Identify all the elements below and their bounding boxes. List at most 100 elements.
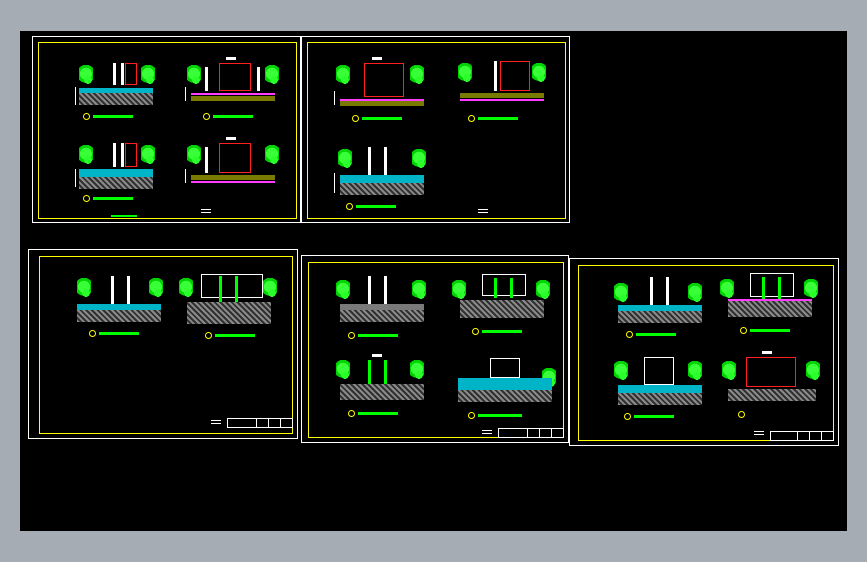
detail-caption <box>358 334 398 337</box>
ground-hatch <box>187 302 271 324</box>
detail-section[interactable] <box>183 137 283 211</box>
detail-caption <box>358 412 398 415</box>
post <box>384 360 387 384</box>
plant-symbol <box>720 279 734 301</box>
membrane-layer <box>728 299 812 301</box>
plant-symbol <box>265 65 279 87</box>
sheet-frame <box>38 42 297 219</box>
sheet-number <box>211 418 221 424</box>
plant-symbol <box>614 283 628 305</box>
post <box>121 63 124 85</box>
detail-section[interactable] <box>179 270 279 350</box>
wall-outline <box>750 273 794 297</box>
drawing-sheet-2[interactable] <box>301 36 570 223</box>
sheet-frame <box>307 42 566 219</box>
drawing-sheet-5[interactable] <box>569 258 839 446</box>
membrane-layer <box>340 99 424 101</box>
dimension-line <box>185 87 186 101</box>
detail-caption <box>750 329 790 332</box>
detail-section[interactable] <box>332 57 432 131</box>
detail-section[interactable] <box>183 57 283 131</box>
section-label <box>372 57 382 60</box>
detail-section[interactable] <box>332 274 432 348</box>
plant-symbol <box>688 283 702 305</box>
section-label <box>762 351 772 354</box>
plant-symbol <box>410 360 424 382</box>
detail-section[interactable] <box>69 272 169 346</box>
plant-symbol <box>179 278 193 300</box>
sheet-frame <box>39 256 293 434</box>
plant-symbol <box>412 149 426 171</box>
sheet-number <box>482 428 492 434</box>
slab-layer <box>79 88 153 93</box>
post <box>510 278 513 298</box>
detail-section[interactable] <box>450 354 560 428</box>
detail-section[interactable] <box>332 145 432 219</box>
sheet-number <box>201 207 211 213</box>
drawing-sheet-1[interactable] <box>32 36 301 223</box>
detail-section[interactable] <box>720 269 820 347</box>
plant-symbol <box>141 65 155 87</box>
detail-section[interactable] <box>71 141 161 211</box>
post <box>113 63 116 85</box>
plant-symbol <box>149 278 163 300</box>
plant-symbol <box>79 65 93 87</box>
cad-model-space[interactable] <box>20 31 847 531</box>
detail-section[interactable] <box>720 351 824 429</box>
wall-outline <box>482 274 526 296</box>
detail-caption <box>213 115 253 118</box>
drawing-sheet-4[interactable] <box>301 255 569 443</box>
wall-outline <box>364 63 404 97</box>
wall-outline <box>125 143 137 167</box>
plant-symbol <box>536 280 550 302</box>
slab-layer <box>458 378 552 390</box>
dimension-line <box>75 87 76 105</box>
wall-outline <box>746 357 796 387</box>
detail-section[interactable] <box>610 273 710 347</box>
title-block <box>498 428 564 438</box>
membrane-layer <box>460 99 544 101</box>
dimension-line <box>334 91 335 105</box>
plant-symbol <box>410 65 424 87</box>
detail-marker <box>83 195 90 202</box>
ground-hatch <box>79 177 153 189</box>
detail-section[interactable] <box>610 355 710 429</box>
post <box>205 67 208 91</box>
post <box>113 143 116 167</box>
detail-section[interactable] <box>71 61 161 131</box>
plant-symbol <box>336 360 350 382</box>
detail-marker <box>624 413 631 420</box>
post <box>368 147 371 175</box>
post <box>384 147 387 175</box>
detail-caption <box>362 117 402 120</box>
post <box>205 147 208 173</box>
post <box>650 277 653 305</box>
detail-section[interactable] <box>452 57 552 131</box>
post <box>494 61 497 91</box>
post <box>368 360 371 384</box>
post <box>111 276 114 304</box>
post <box>368 276 371 304</box>
detail-caption <box>93 115 133 118</box>
drawing-sheet-3[interactable] <box>28 249 298 439</box>
ground-hatch <box>618 311 702 323</box>
sheet-number <box>478 207 488 213</box>
detail-section[interactable] <box>452 270 552 348</box>
dimension-line <box>334 173 335 193</box>
detail-marker <box>348 332 355 339</box>
ground-hatch <box>458 390 552 402</box>
detail-caption <box>356 205 396 208</box>
ground-hatch <box>618 393 702 405</box>
post <box>121 143 124 167</box>
membrane-layer <box>191 93 275 95</box>
detail-marker <box>352 115 359 122</box>
slab-layer <box>618 385 702 393</box>
post <box>494 278 497 298</box>
ground-hatch <box>79 93 153 105</box>
wall-outline <box>644 357 674 385</box>
detail-section[interactable] <box>332 354 432 428</box>
plant-symbol <box>187 65 201 87</box>
slab-layer <box>460 93 544 98</box>
section-label <box>226 57 236 60</box>
ground-hatch <box>77 310 161 322</box>
